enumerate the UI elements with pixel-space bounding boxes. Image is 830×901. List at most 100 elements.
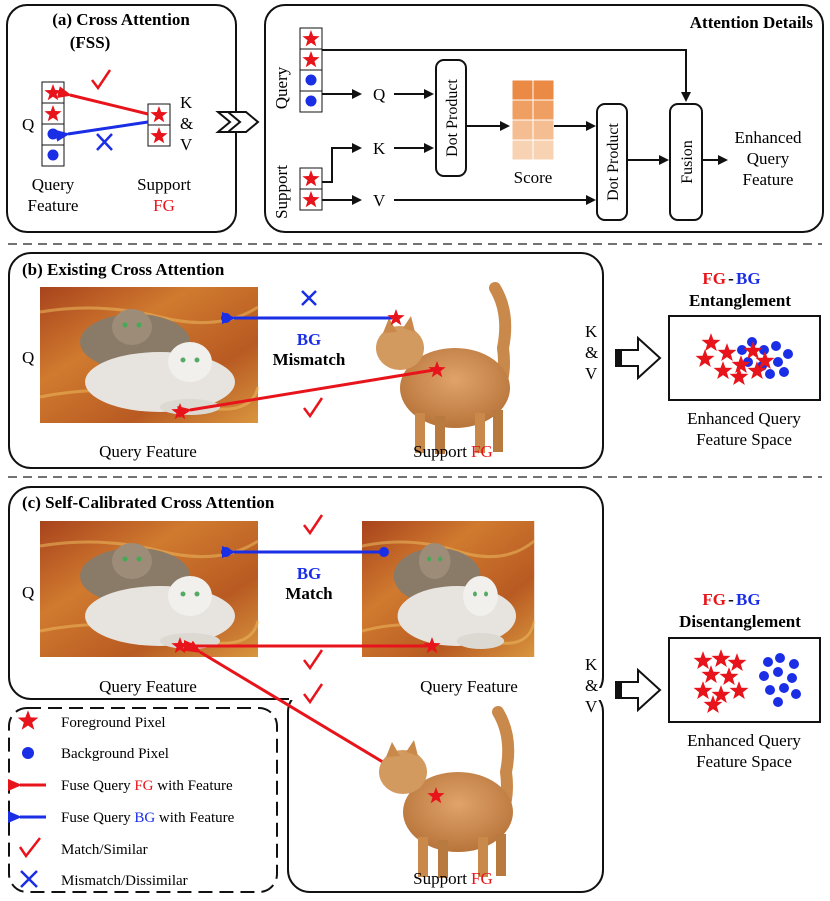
panel-b-frame [8, 252, 604, 469]
enhanced-label-3: Feature [743, 170, 794, 189]
panel-c-v: V [585, 697, 598, 716]
panel-c-space-2: Feature Space [696, 752, 792, 771]
panel-c-disentanglement: Disentanglement [679, 612, 801, 631]
fusion-label: Fusion [679, 140, 696, 184]
fusion-box [669, 103, 703, 221]
entangled-space-box [668, 315, 821, 401]
panel-b-title: (b) Existing Cross Attention [22, 260, 225, 279]
dot-product-box-1 [435, 59, 467, 177]
disentangled-space-box [668, 637, 821, 723]
bg-dot-icon [47, 149, 59, 161]
panel-c-q-label: Q [22, 583, 34, 602]
entangled-points [695, 333, 793, 386]
right-arrow-icon [615, 667, 662, 713]
panel-b-query-feature: Query Feature [99, 442, 197, 461]
details-query-label: Query [272, 66, 291, 109]
legend-frame [8, 707, 278, 893]
panel-a-k: K [180, 93, 193, 112]
query-feature-label-1: Query [32, 175, 75, 194]
cross-icon [301, 290, 317, 306]
query-cats-image [38, 285, 260, 425]
disentangled-points [693, 649, 801, 714]
panel-c: (c) Self-Calibrated Cross Attention Q Qu… [8, 486, 821, 893]
dot-product-label-2: Dot Product [605, 123, 622, 201]
v-node: V [373, 191, 386, 210]
panel-c-bg-title: BG [736, 590, 761, 609]
panel-b-amp: & [585, 343, 598, 362]
support-fg-column [147, 103, 171, 147]
panel-a-title: (a) Cross Attention [52, 10, 190, 29]
panel-c-k: K [585, 655, 598, 674]
panel-a-amp: & [180, 114, 193, 133]
panel-c-support: Support [413, 869, 467, 888]
legend-fuse-bg: Fuse Query BG with Feature [61, 810, 235, 826]
panel-b-bg-label: BG [297, 330, 322, 349]
panel-b-mismatch: Mismatch [273, 350, 346, 369]
legend-mismatch: Mismatch/Dissimilar [61, 873, 188, 889]
cross-icon [20, 870, 38, 888]
panel-c-fg: FG [471, 869, 493, 888]
support-label: Support [137, 175, 191, 194]
panel-b-support: Support [413, 442, 467, 461]
panel-c-space-1: Enhanced Query [687, 731, 801, 750]
k-node: K [373, 139, 386, 158]
check-icon [91, 69, 112, 91]
legend-bg-pixel: Background Pixel [61, 746, 169, 762]
panel-c-amp: & [585, 676, 598, 695]
check-icon [18, 837, 41, 859]
panel-b-space-2: Feature Space [696, 430, 792, 449]
query-cats-image-left [38, 519, 260, 659]
legend-fg-pixel: Foreground Pixel [61, 715, 166, 731]
blue-arrow [55, 120, 149, 142]
score-label: Score [514, 168, 553, 187]
details-support-label: Support [272, 165, 291, 219]
query-feature-column [41, 81, 65, 167]
q-node: Q [373, 85, 385, 104]
legend-fuse-fg: Fuse Query FG with Feature [61, 778, 233, 794]
dot-product-label-1: Dot Product [444, 79, 461, 157]
red-arrow [56, 86, 149, 116]
panel-c-query-feature-left: Query Feature [99, 677, 197, 696]
cross-icon [96, 133, 113, 151]
panel-b-bg-title: BG [736, 269, 761, 288]
panel-b-entanglement: Entanglement [689, 291, 791, 310]
bg-dot-icon [305, 95, 317, 107]
panel-b: (b) Existing Cross Attention Q Query Fea… [8, 252, 821, 469]
panel-c-query-feature-right: Query Feature [420, 677, 518, 696]
check-icon [303, 649, 324, 671]
attention-details: Attention Details Query Support Q K V [264, 4, 824, 233]
panel-c-fg-title: FG [702, 590, 726, 609]
panel-a-subtitle: (FSS) [70, 33, 111, 52]
check-icon [303, 514, 324, 536]
check-icon [303, 397, 324, 419]
score-grid [511, 79, 555, 161]
panel-c-match: Match [285, 584, 333, 603]
legend: Foreground Pixel Background Pixel Fuse Q… [7, 707, 278, 893]
bg-dot-icon [47, 128, 59, 140]
enhanced-label-2: Query [747, 149, 790, 168]
panel-a: (a) Cross Attention (FSS) Q K & V Quer [6, 4, 237, 233]
panel-b-fg: FG [471, 442, 493, 461]
panel-b-dash: - [728, 269, 734, 288]
right-arrow-icon [615, 335, 662, 381]
panel-b-fg-title: FG [702, 269, 726, 288]
bg-pixel-icon [22, 747, 34, 759]
details-title: Attention Details [690, 13, 814, 32]
bg-dot-icon [305, 74, 317, 86]
panel-a-v: V [180, 135, 193, 154]
check-icon [303, 683, 324, 705]
red-arrow [177, 368, 435, 418]
panel-b-k: K [585, 322, 598, 341]
support-fg-label: FG [153, 196, 175, 215]
panel-b-q-label: Q [22, 348, 34, 367]
details-frame [264, 4, 824, 233]
chevron-arrow-icon [215, 111, 260, 133]
panel-c-dash: - [728, 590, 734, 609]
panel-b-v: V [585, 364, 598, 383]
panel-a-q-label: Q [22, 115, 34, 134]
legend-match: Match/Similar [61, 842, 148, 858]
panel-b-space-1: Enhanced Query [687, 409, 801, 428]
enhanced-label-1: Enhanced [734, 128, 802, 147]
query-cats-image-right [360, 519, 536, 659]
